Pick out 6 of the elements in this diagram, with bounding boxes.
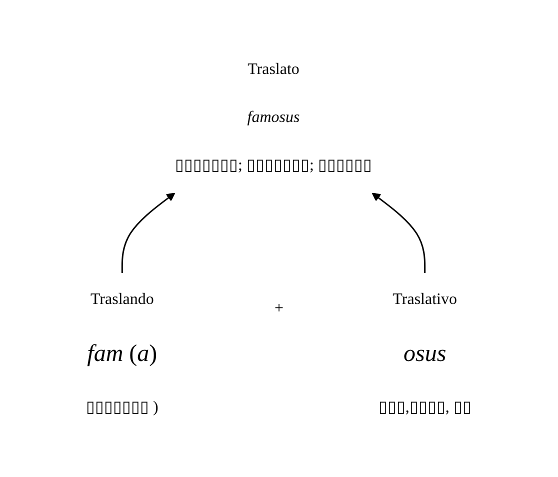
arrow [372, 192, 426, 272]
node-text: Traslativo osus ▯▯▯,▯▯▯▯, ▯▯ [378, 290, 472, 416]
node-text: Traslato famosus ▯▯▯▯▯▯▯; ▯▯▯▯▯▯▯; ▯▯▯▯▯▯ [175, 60, 372, 174]
arrow [122, 192, 176, 272]
plus-sign: + [273, 300, 285, 318]
node-text: Traslando fam (a) ▯▯▯▯▯▯▯ ) [86, 290, 159, 416]
